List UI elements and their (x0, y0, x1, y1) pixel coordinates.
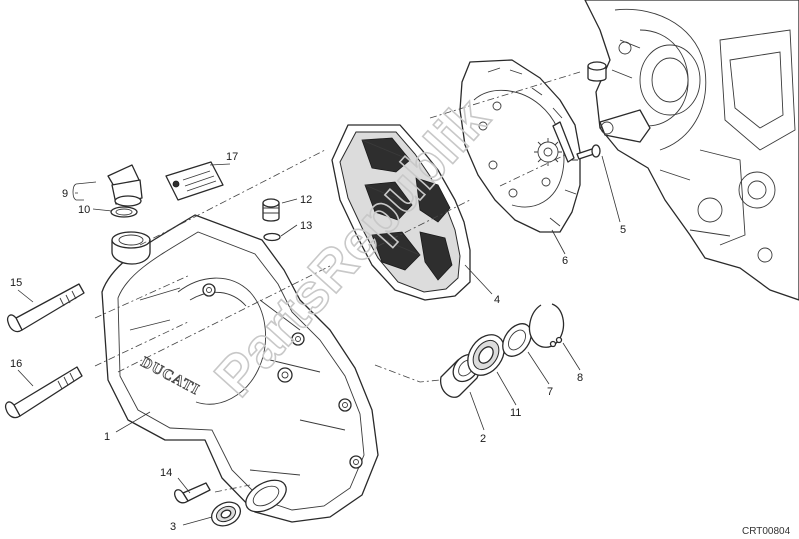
callout-6: 6 (562, 255, 568, 267)
callout-7: 7 (547, 386, 553, 398)
washer-7 (502, 323, 532, 357)
callout-12: 12 (300, 194, 312, 206)
oil-seal-3 (210, 501, 242, 527)
inner-plate (459, 59, 581, 233)
callout-5: 5 (620, 224, 626, 236)
callout-8: 8 (577, 372, 583, 384)
bolt-16 (4, 366, 83, 419)
callout-14: 14 (160, 467, 172, 479)
screw-5 (576, 144, 601, 160)
bolt-15 (6, 283, 85, 333)
callout-4: 4 (494, 294, 500, 306)
dowel-pin (587, 61, 607, 82)
drawing-code: CRT00804 (742, 526, 791, 537)
circlip-8 (528, 303, 565, 348)
bearing-11 (467, 334, 505, 376)
callout-9: 9 (62, 188, 68, 200)
callout-15: 15 (10, 277, 22, 289)
info-label (165, 161, 224, 201)
assembly-axes (94, 71, 581, 493)
oil-filler-cap (107, 164, 143, 207)
gasket (331, 124, 471, 301)
callout-11: 11 (510, 407, 521, 419)
callout-13: 13 (300, 220, 312, 232)
callout-3: 3 (170, 521, 176, 533)
callout-17: 17 (226, 151, 238, 163)
clutch-cover: DUCATI (101, 214, 379, 523)
bolt-14 (173, 482, 211, 504)
leader-lines (17, 155, 621, 526)
callout-16: 16 (10, 358, 22, 370)
crankcase (584, 0, 799, 301)
plug-12 (262, 198, 280, 222)
callout-2: 2 (480, 433, 486, 445)
seal-13 (263, 232, 281, 242)
callout-1: 1 (104, 431, 110, 443)
o-ring-10 (110, 206, 138, 218)
callout-10: 10 (78, 204, 90, 216)
callout-labels: 1 2 3 4 5 6 7 8 9 10 11 12 13 14 15 16 1… (10, 151, 626, 533)
